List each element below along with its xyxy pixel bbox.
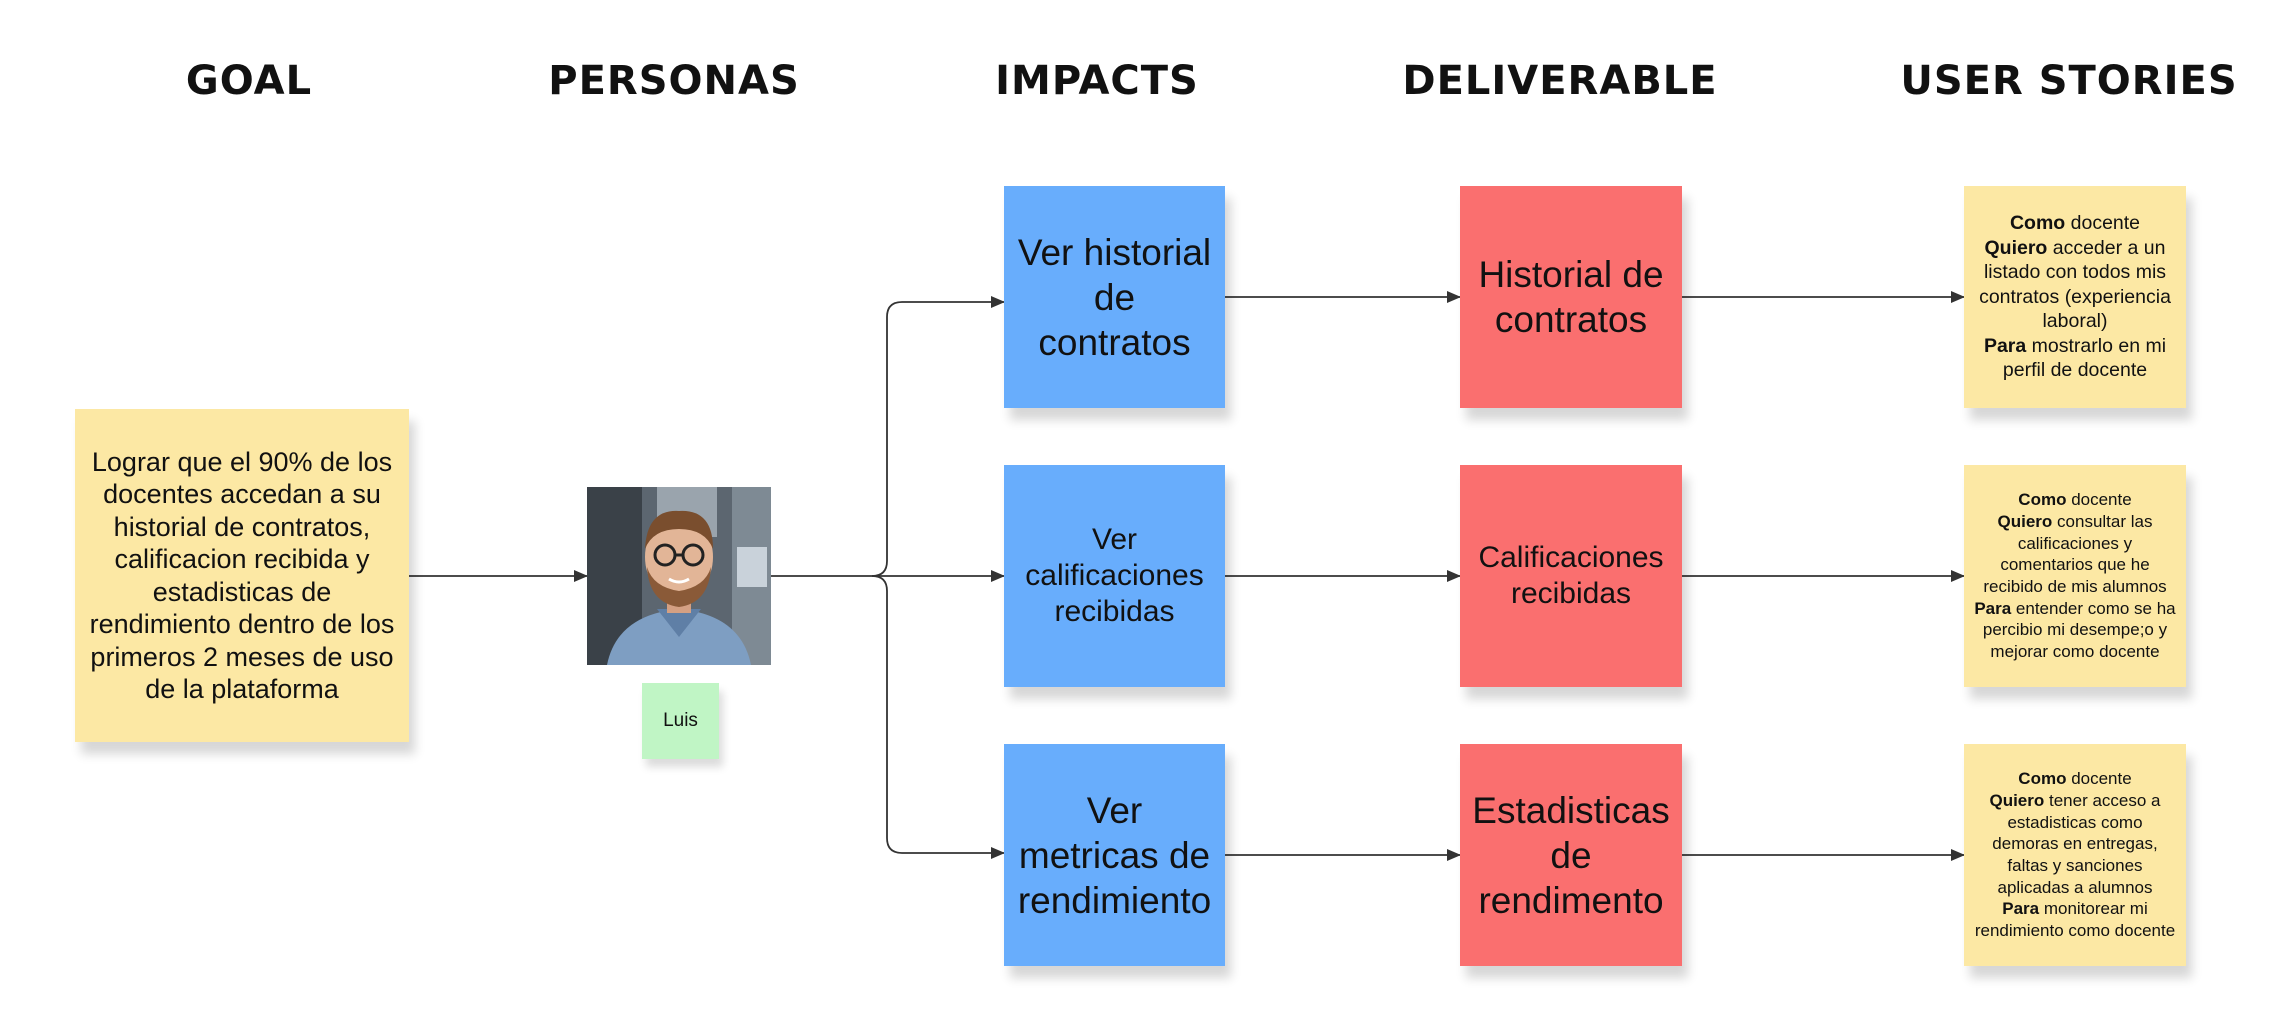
impact-text: Ver historial de contratos <box>1017 231 1212 363</box>
header-user-stories: USER STORIES <box>1900 58 2238 104</box>
deliverable-text: Calificaciones recibidas <box>1478 541 1664 610</box>
impact-text: Ver metricas de rendimiento <box>1017 789 1212 921</box>
deliverable-text: Estadisticas de rendimento <box>1472 789 1670 921</box>
header-goal: GOAL <box>185 58 313 104</box>
impact-note-1[interactable]: Ver historial de contratos <box>1004 186 1225 408</box>
header-personas: PERSONAS <box>548 58 800 104</box>
goal-text: Lograr que el 90% de los docentes acceda… <box>89 446 395 705</box>
header-deliverable: DELIVERABLE <box>1402 58 1718 104</box>
persona-name: Luis <box>663 710 698 731</box>
connector-persona-impact-1 <box>871 296 1005 577</box>
impact-note-2[interactable]: Ver calificaciones recibidas <box>1004 465 1225 687</box>
deliverable-text: Historial de contratos <box>1478 254 1664 340</box>
connector-persona-impact-3 <box>871 575 1005 859</box>
goal-note[interactable]: Lograr que el 90% de los docentes acceda… <box>75 409 409 742</box>
user-story-note-1[interactable]: Como docente Quiero acceder a un listado… <box>1964 186 2186 408</box>
impact-text: Ver calificaciones recibidas <box>1025 523 1204 628</box>
user-story-note-2[interactable]: Como docente Quiero consultar las califi… <box>1964 465 2186 687</box>
deliverable-note-2[interactable]: Calificaciones recibidas <box>1460 465 1682 687</box>
user-story-text: Como docente Quiero acceder a un listado… <box>1979 212 2171 382</box>
header-impacts: IMPACTS <box>995 58 1199 104</box>
persona-avatar[interactable] <box>587 487 771 665</box>
user-story-text: Como docente Quiero tener acceso a estad… <box>1974 769 2176 941</box>
deliverable-note-1[interactable]: Historial de contratos <box>1460 186 1682 408</box>
user-story-note-3[interactable]: Como docente Quiero tener acceso a estad… <box>1964 744 2186 966</box>
avatar-image <box>587 487 771 665</box>
impact-note-3[interactable]: Ver metricas de rendimiento <box>1004 744 1225 966</box>
persona-note[interactable]: Luis <box>642 683 719 759</box>
deliverable-note-3[interactable]: Estadisticas de rendimento <box>1460 744 1682 966</box>
user-story-text: Como docente Quiero consultar las califi… <box>1974 490 2176 662</box>
